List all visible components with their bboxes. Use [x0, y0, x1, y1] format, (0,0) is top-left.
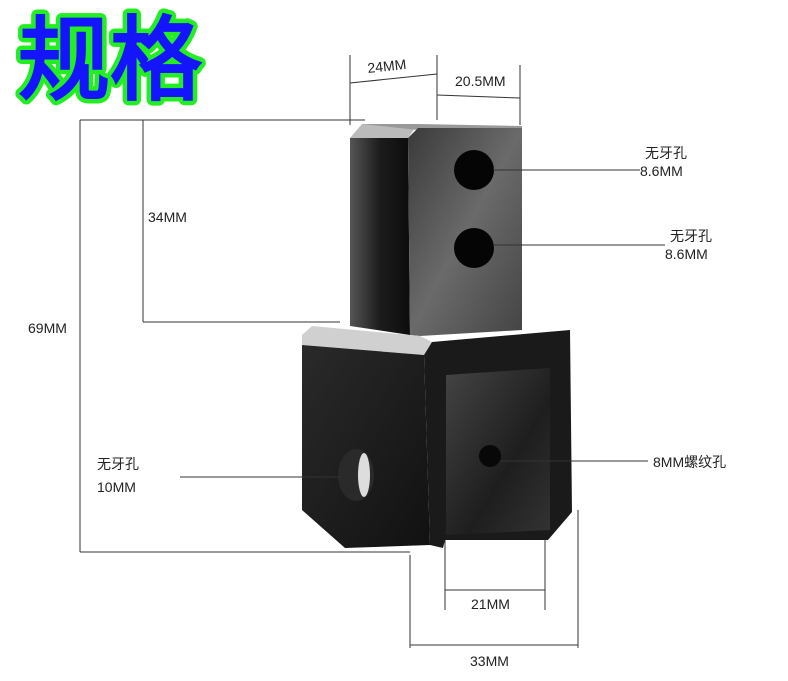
dim-top-depth: 20.5MM [455, 73, 506, 89]
dim-total-height: 69MM [28, 320, 67, 336]
callout-hole3-size: 10MM [97, 479, 136, 495]
dim-bottom-width: 33MM [470, 653, 509, 669]
bracket-part [302, 124, 572, 548]
callout-hole1-size: 8.6MM [640, 163, 683, 179]
callout-hole2-name: 无牙孔 [670, 228, 712, 244]
hole-icon [454, 150, 494, 190]
threaded-hole-icon [479, 445, 501, 467]
dim-slot-width: 21MM [471, 596, 510, 612]
callout-thread-hole: 8MM螺纹孔 [653, 454, 726, 470]
dimension-lines [79, 55, 665, 648]
hole-icon [454, 228, 494, 268]
callout-hole2-size: 8.6MM [665, 246, 708, 262]
page-title: 规格 [18, 7, 203, 114]
callout-hole3-name: 无牙孔 [97, 456, 139, 472]
dim-top-height: 34MM [148, 209, 187, 225]
callout-hole1-name: 无牙孔 [645, 145, 687, 161]
dim-top-width: 24MM [367, 56, 407, 76]
